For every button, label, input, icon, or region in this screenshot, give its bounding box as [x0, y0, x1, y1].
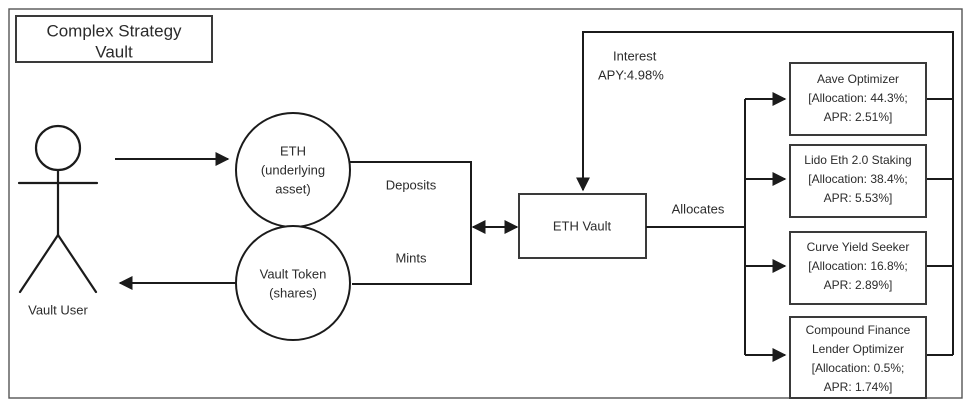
strategy-compound-apr: APR: 1.74%]: [824, 380, 893, 394]
strategy-box-aave: [789, 62, 927, 136]
node-eth-vault-label: ETH Vault: [553, 218, 612, 233]
strategy-compound-allocation: [Allocation: 0.5%;: [812, 361, 905, 375]
edge-bracket: [350, 161, 472, 285]
diagram-frame: [8, 8, 963, 399]
node-eth-vault: [518, 193, 647, 259]
strategy-box-curve: [789, 231, 927, 305]
strategy-curve-allocation: [Allocation: 16.8%;: [808, 259, 907, 273]
strategy-compound-name-line-2: Lender Optimizer: [812, 342, 904, 356]
strategy-aave-apr: APR: 2.51%]: [824, 110, 893, 124]
node-vault-token-line-1: Vault Token: [260, 266, 327, 281]
strategy-aave-allocation: [Allocation: 44.3%;: [808, 91, 907, 105]
node-vault-token: [235, 225, 351, 341]
strategy-compound-name-line-1: Compound Finance: [806, 323, 911, 337]
strategy-lido-allocation: [Allocation: 38.4%;: [808, 172, 907, 186]
edge-label-mints: Mints: [395, 250, 427, 265]
edge-label-allocates: Allocates: [672, 201, 725, 216]
node-eth-asset-line-1: ETH: [280, 143, 306, 158]
strategy-aave-name: Aave Optimizer: [817, 72, 899, 86]
title-line-1: Complex Strategy: [46, 21, 182, 40]
title-box: [15, 15, 213, 63]
edge-label-interest-line-1: Interest: [613, 48, 657, 63]
node-eth-asset-line-2: (underlying: [261, 162, 325, 177]
strategy-box-lido: [789, 144, 927, 218]
stick-figure-icon: [17, 124, 99, 294]
node-eth-asset-line-3: asset): [275, 181, 310, 196]
node-vault-token-line-2: (shares): [269, 285, 317, 300]
edge-label-deposits: Deposits: [386, 177, 437, 192]
title-line-2: Vault: [95, 42, 133, 61]
strategy-curve-name: Curve Yield Seeker: [807, 240, 910, 254]
edge-label-interest-line-2: APY:4.98%: [598, 67, 664, 82]
strategy-curve-apr: APR: 2.89%]: [824, 278, 893, 292]
actor-label: Vault User: [28, 302, 88, 317]
edge-interest-loop: [576, 31, 954, 192]
strategy-lido-apr: APR: 5.53%]: [824, 191, 893, 205]
strategy-lido-name: Lido Eth 2.0 Staking: [804, 153, 911, 167]
strategy-box-compound: [789, 316, 927, 399]
